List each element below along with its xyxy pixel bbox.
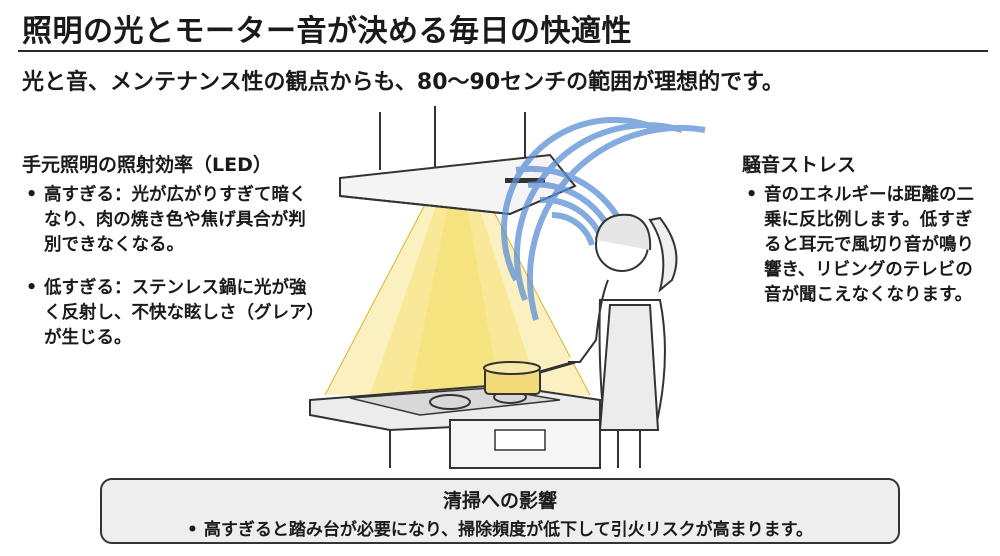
cleaning-point: 高すぎると踏み台が必要になり、掃除頻度が低下して引火リスクが高まります。 — [102, 515, 898, 540]
gas-stove-icon — [309, 383, 601, 469]
title-divider — [18, 50, 988, 52]
page-title: 照明の光とモーター音が決める毎日の快適性 — [22, 14, 632, 49]
lighting-points: 高すぎる：光が広がりすぎて暗くなり、肉の焼き色や焦げ具合が判別できなくなる。 低… — [22, 183, 322, 351]
lighting-point-too-high: 高すぎる：光が広がりすぎて暗くなり、肉の焼き色や焦げ具合が判別できなくなる。 — [22, 183, 322, 258]
noise-section: 騒音ストレス 音のエネルギーは距離の二乗に反比例します。低すぎると耳元で風切り音… — [742, 150, 987, 308]
lighting-section: 手元照明の照射効率（LED） 高すぎる：光が広がりすぎて暗くなり、肉の焼き色や焦… — [22, 150, 322, 351]
cleaning-section: 清掃への影響 高すぎると踏み台が必要になり、掃除頻度が低下して引火リスクが高まり… — [100, 478, 900, 544]
page-subtitle: 光と音、メンテナンス性の観点からも、80〜90センチの範囲が理想的です。 — [22, 70, 784, 95]
noise-heading: 騒音ストレス — [742, 154, 857, 176]
range-hood-icon — [339, 106, 577, 216]
noise-points: 音のエネルギーは距離の二乗に反比例します。低すぎると耳元で風切り音が鳴り響き、リ… — [742, 183, 987, 308]
cleaning-points: 高すぎると踏み台が必要になり、掃除頻度が低下して引火リスクが高まります。 — [102, 515, 898, 540]
cleaning-heading: 清掃への影響 — [442, 490, 557, 512]
noise-point: 音のエネルギーは距離の二乗に反比例します。低すぎると耳元で風切り音が鳴り響き、リ… — [742, 183, 987, 308]
cooking-person-icon — [568, 213, 678, 468]
lighting-point-too-low: 低すぎる：ステンレス鍋に光が強く反射し、不快な眩しさ（グレア）が生じる。 — [22, 276, 322, 351]
pot-icon — [483, 360, 576, 395]
lighting-heading: 手元照明の照射効率（LED） — [22, 154, 272, 176]
kitchen-illustration — [309, 106, 706, 469]
light-beam-icon — [324, 194, 591, 396]
